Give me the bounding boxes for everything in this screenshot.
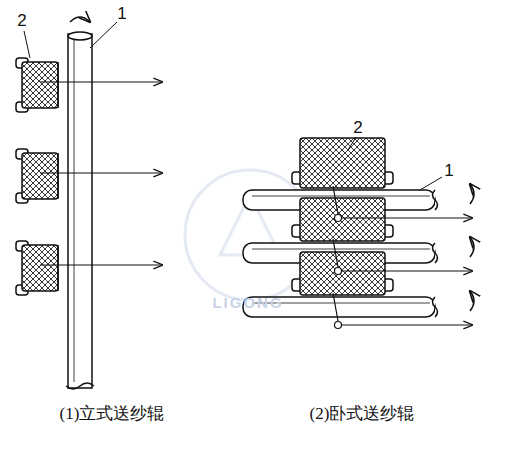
yarn-path [40,172,162,173]
sub-caption: (1)立式送纱辊 [60,405,165,422]
callout-number: 1 [117,5,126,22]
leader-line [24,31,30,58]
yarn-guide [335,215,342,222]
sub-caption: (2)卧式送纱辊 [310,405,415,422]
yarn-path [333,239,338,267]
leader-line [90,22,117,48]
yarn-path [342,217,472,218]
yarn-path [333,186,338,214]
vertical-roller [66,17,94,389]
callout-number: 1 [444,162,453,179]
leader-line [420,177,442,190]
watermark: LIGONG [212,295,283,310]
callout-number: 2 [17,12,26,29]
yarn-path [40,264,162,265]
yarn-path [40,81,162,82]
callout-number: 2 [353,119,362,136]
yarn-path [342,324,472,325]
yarn-package [16,58,58,295]
leader-line [348,137,356,150]
yarn-guide [335,268,342,275]
horizontal-rollers [243,138,474,317]
yarn-guide [335,322,342,329]
yarn-path [333,293,338,321]
yarn-path [342,270,472,271]
